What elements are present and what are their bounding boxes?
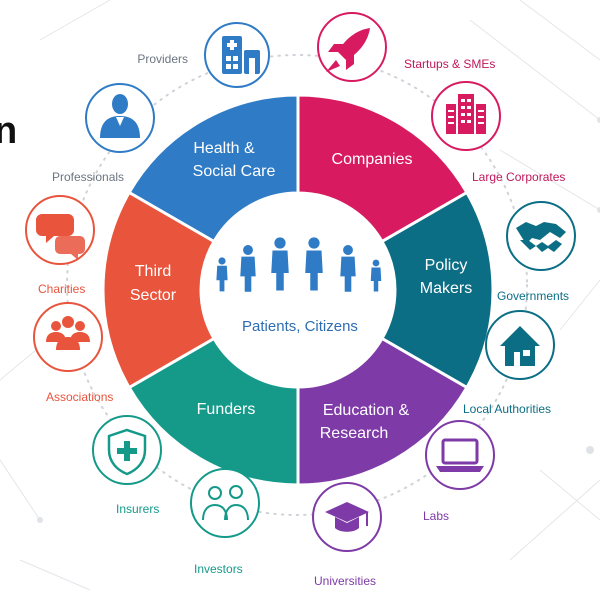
item-labs-circle: [425, 420, 495, 490]
item-professionals: Professionals: [52, 83, 155, 184]
segment-policy-line1: Policy: [425, 257, 468, 274]
item-investors: Investors: [190, 468, 260, 576]
segment-education-line2: Research: [320, 425, 388, 442]
item-local-authorities: Local Authorities: [463, 310, 555, 416]
center-disc: [200, 192, 396, 388]
item-labs: Labs: [423, 420, 495, 523]
handshake-icon: [516, 222, 566, 252]
outer-ring: [66, 54, 528, 516]
graduation-cap-icon: [325, 502, 369, 532]
segment-health-line2: Social Care: [193, 163, 276, 180]
item-startups-label: Startups & SMEs: [404, 57, 495, 71]
segment-third-line2: Sector: [130, 287, 177, 304]
segment-health-line1: Health &: [193, 140, 255, 157]
segment-policy-label: Policy Makers: [420, 257, 472, 297]
item-large-corporates: Large Corporates: [431, 81, 565, 184]
item-governments: Governments: [497, 201, 576, 303]
item-providers: Providers: [137, 22, 270, 88]
chat-bubbles-icon: [36, 214, 85, 260]
item-investors-circle: [190, 468, 260, 538]
rocket-icon: [326, 28, 370, 72]
item-charities: Charities: [25, 195, 95, 296]
segment-companies-label: Companies: [332, 151, 413, 168]
item-insurers-label: Insurers: [116, 502, 159, 516]
segment-third-line1: Third: [135, 263, 171, 280]
segment-third-label: Third Sector: [130, 263, 177, 304]
people-group-icon: [46, 316, 90, 350]
item-universities: Universities: [312, 482, 382, 588]
laptop-icon: [436, 438, 484, 472]
office-building-icon: [446, 94, 486, 134]
item-universities-label: Universities: [314, 574, 376, 588]
item-insurers: Insurers: [92, 415, 162, 516]
shield-cross-icon: [107, 428, 147, 476]
item-large-corporates-label: Large Corporates: [472, 170, 565, 184]
item-local-authorities-label: Local Authorities: [463, 402, 551, 416]
item-providers-label: Providers: [137, 52, 188, 66]
item-startups: Startups & SMEs: [317, 12, 495, 82]
item-associations: Associations: [33, 302, 113, 404]
segment-education-line1: Education &: [323, 402, 410, 419]
segment-health-label: Health & Social Care: [193, 140, 276, 180]
segment-funders-label: Funders: [197, 401, 256, 418]
segment-education-label: Education & Research: [320, 402, 410, 442]
doctor-icon: [100, 94, 140, 138]
item-labs-label: Labs: [423, 509, 449, 523]
item-professionals-label: Professionals: [52, 170, 124, 184]
hospital-icon: [222, 36, 260, 74]
item-associations-label: Associations: [46, 390, 113, 404]
item-charities-label: Charities: [38, 282, 85, 296]
investors-icon: [202, 485, 249, 521]
title-fragment: n: [0, 110, 18, 152]
house-icon: [500, 326, 540, 366]
segment-companies-line1: Companies: [332, 151, 413, 168]
segment-funders-line1: Funders: [197, 401, 256, 418]
center-label: Patients, Citizens: [242, 318, 358, 335]
segment-policy-line2: Makers: [420, 280, 472, 297]
item-governments-label: Governments: [497, 289, 569, 303]
item-investors-label: Investors: [194, 562, 243, 576]
